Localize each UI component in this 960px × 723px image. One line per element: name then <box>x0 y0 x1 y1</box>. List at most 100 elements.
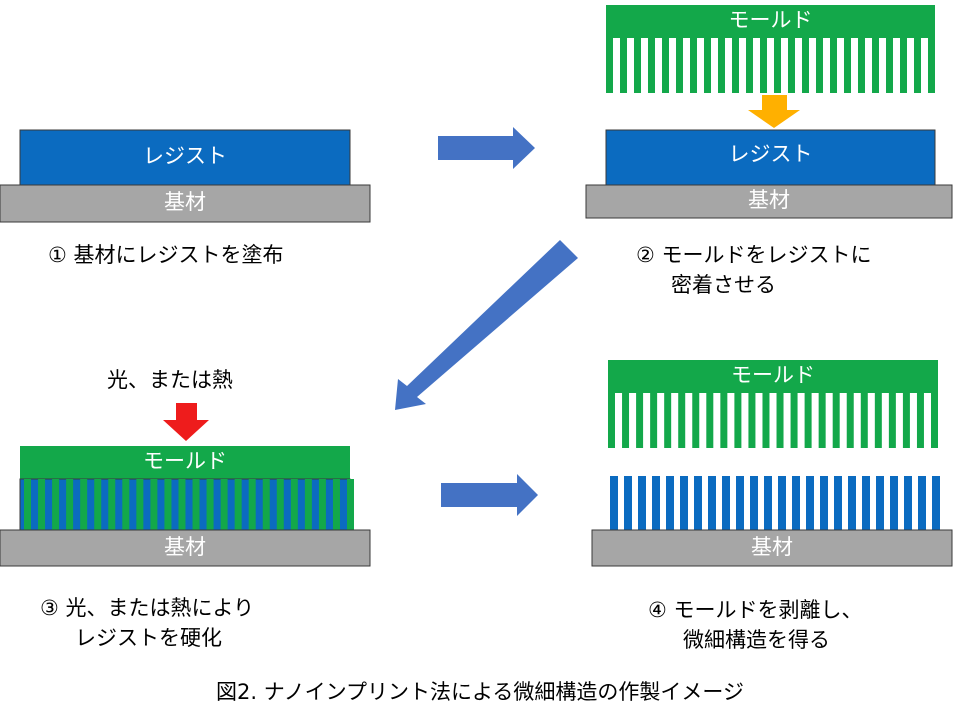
mold-tooth <box>774 38 781 93</box>
step3-caption-line1: ③ 光、または熱により <box>40 596 255 620</box>
mold-bar <box>608 360 938 393</box>
mold-tooth <box>900 38 907 93</box>
resist-pillar <box>834 476 842 530</box>
mold-tooth <box>788 38 795 93</box>
step4-substrate <box>591 529 953 567</box>
step2-substrate-label: 基材 <box>748 188 790 212</box>
mold-tooth <box>80 479 88 530</box>
mold-tooth <box>858 38 865 93</box>
step1-substrate <box>0 184 371 223</box>
mold-tooth <box>192 479 200 530</box>
mold-tooth <box>262 479 270 530</box>
mold-tooth <box>332 479 340 530</box>
mold-tooth <box>734 393 742 448</box>
resist-pillar <box>848 476 856 530</box>
mold-tooth <box>620 38 627 93</box>
resist-pillar <box>778 476 786 530</box>
step3-mold-label: モールド <box>143 449 227 473</box>
mold-tooth <box>648 38 655 93</box>
resist-pillar <box>638 476 646 530</box>
process-arrow-2-to-3 <box>395 240 578 410</box>
mold-tooth <box>844 38 851 93</box>
mold-tooth <box>634 38 641 93</box>
mold-tooth <box>636 393 644 448</box>
mold-tooth <box>802 38 809 93</box>
mold-tooth <box>248 479 256 530</box>
mold-tooth <box>108 479 116 530</box>
mold-tooth <box>24 479 31 530</box>
resist-pillar <box>764 476 772 530</box>
mold-tooth <box>650 393 658 448</box>
step3-caption-line2: レジストを硬化 <box>75 626 222 650</box>
step2-mold-label: モールド <box>728 8 813 32</box>
step4-resist-pattern <box>610 476 940 530</box>
mold-tooth <box>704 38 711 93</box>
step3-mold-teeth-in-resist <box>24 479 354 530</box>
resist-pillar <box>792 476 800 530</box>
mold-tooth <box>164 479 172 530</box>
mold-tooth <box>832 393 840 448</box>
step3-substrate-label: 基材 <box>164 535 206 559</box>
resist-pillar <box>806 476 814 530</box>
process-arrow-3-to-4 <box>441 474 538 516</box>
mold-tooth <box>760 38 767 93</box>
mold-tooth <box>234 479 242 530</box>
step2-caption-line2: 密着させる <box>671 273 776 297</box>
resist-pillar <box>722 476 730 530</box>
mold-tooth <box>347 479 354 530</box>
step4-caption: ④ モールドを剥離し、 微細構造を得る <box>648 595 863 655</box>
mold-tooth <box>916 393 924 448</box>
step4-stack <box>591 360 953 567</box>
resist-pillar <box>736 476 744 530</box>
resist-pillar <box>932 476 940 530</box>
mold-tooth <box>931 393 938 448</box>
mold-tooth <box>66 479 74 530</box>
mold-tooth <box>150 479 158 530</box>
step2-substrate <box>585 184 953 219</box>
step4-mold <box>608 360 938 448</box>
mold-tooth <box>902 393 910 448</box>
step4-caption-line2: 微細構造を得る <box>683 628 830 652</box>
resist-pillar <box>904 476 912 530</box>
mold-tooth <box>122 479 130 530</box>
mold-tooth <box>664 393 672 448</box>
resist-pillar <box>890 476 898 530</box>
mold-tooth <box>304 479 312 530</box>
mold-tooth <box>830 38 837 93</box>
press-arrow <box>748 95 800 128</box>
mold-tooth <box>846 393 854 448</box>
mold-tooth <box>718 38 725 93</box>
mold-tooth <box>928 38 935 93</box>
mold-tooth <box>662 38 669 93</box>
step4-mold-label: モールド <box>731 363 815 387</box>
mold-tooth <box>804 393 812 448</box>
mold-tooth <box>276 479 284 530</box>
mold-tooth <box>622 393 630 448</box>
mold-tooth <box>914 38 921 93</box>
mold-tooth <box>790 393 798 448</box>
step3-caption: ③ 光、または熱により レジストを硬化 <box>40 593 254 653</box>
step2-resist-layer <box>605 129 936 186</box>
step2-mold <box>606 5 935 93</box>
mold-tooth <box>816 38 823 93</box>
mold-tooth <box>886 38 893 93</box>
resist-pillar <box>708 476 716 530</box>
resist-pillar <box>862 476 870 530</box>
step2-caption-line1: ② モールドをレジストに <box>636 243 872 267</box>
step3-mold-bar <box>20 446 350 479</box>
mold-tooth <box>748 393 756 448</box>
step1-caption: ① 基材にレジストを塗布 <box>48 240 284 270</box>
mold-tooth <box>872 38 879 93</box>
step4-caption-line1: ④ モールドを剥離し、 <box>648 598 863 622</box>
step1-caption-line1: ① 基材にレジストを塗布 <box>48 243 284 267</box>
resist-pillar <box>680 476 688 530</box>
resist-pillar <box>652 476 660 530</box>
mold-tooth <box>690 38 697 93</box>
mold-tooth <box>888 393 896 448</box>
mold-tooth <box>720 393 728 448</box>
resist-pillar <box>918 476 926 530</box>
mold-tooth <box>732 38 739 93</box>
mold-tooth <box>692 393 700 448</box>
process-arrow-1-to-2 <box>438 127 535 169</box>
